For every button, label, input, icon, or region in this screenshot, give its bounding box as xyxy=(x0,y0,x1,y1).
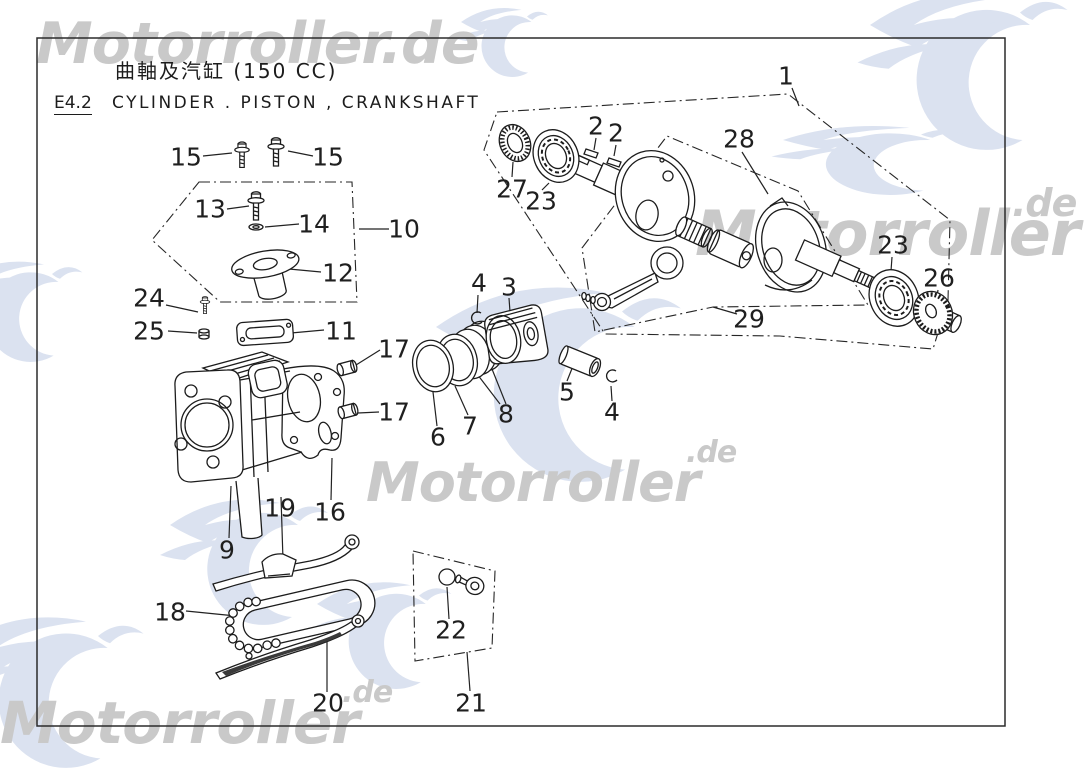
leader-lines xyxy=(165,87,939,692)
piston xyxy=(484,304,549,365)
part-label-18: 18 xyxy=(154,597,186,627)
piston-pin xyxy=(558,345,602,378)
watermark-text: .de xyxy=(342,675,393,710)
part-label-22: 22 xyxy=(435,615,467,645)
watermark-text: .de xyxy=(686,435,737,470)
part-label-7: 7 xyxy=(462,411,478,441)
watermark-text: .de xyxy=(1012,181,1077,225)
part-label-23: 23 xyxy=(525,186,557,216)
part-label-17: 17 xyxy=(378,334,410,364)
watermark-text: Motorroller xyxy=(366,451,700,514)
part-label-13: 13 xyxy=(194,194,226,224)
watermark-text: Motorroller.de xyxy=(36,11,480,77)
part-label-5: 5 xyxy=(559,377,575,407)
part-label-6: 6 xyxy=(430,422,446,452)
tensioner-parts xyxy=(438,568,485,596)
part-label-14: 14 xyxy=(298,209,330,239)
part-label-20: 20 xyxy=(312,688,344,718)
watermark-text: Motorroller xyxy=(0,689,360,757)
part-label-26: 26 xyxy=(923,263,955,293)
part-label-10: 10 xyxy=(388,214,420,244)
part-label-2: 2 xyxy=(588,111,604,141)
part-label-3: 3 xyxy=(501,272,517,302)
stud-and-gasket xyxy=(198,296,295,347)
part-label-19: 19 xyxy=(264,493,296,523)
part-label-25: 25 xyxy=(133,316,165,346)
part-label-4: 4 xyxy=(604,397,620,427)
intake-manifold xyxy=(231,249,300,300)
part-label-16: 16 xyxy=(314,497,346,527)
part-label-15: 15 xyxy=(170,142,202,172)
part-label-17: 17 xyxy=(378,397,410,427)
part-label-29: 29 xyxy=(733,304,765,334)
crank-web-right xyxy=(755,197,827,293)
part-label-2: 2 xyxy=(608,118,624,148)
connecting-rod xyxy=(581,246,684,312)
section-code: E4.2 xyxy=(54,93,92,115)
part-label-15: 15 xyxy=(312,142,344,172)
page-title-cjk: 曲軸及汽缸 (150 CC) xyxy=(115,59,338,83)
part-label-27: 27 xyxy=(496,174,528,204)
cam-chain xyxy=(224,579,376,654)
part-label-24: 24 xyxy=(133,283,165,313)
crankshaft-assembly xyxy=(498,123,962,336)
drawing-frame xyxy=(36,37,1006,727)
piston-group xyxy=(411,304,618,393)
page-title-en: CYLINDER . PISTON , CRANKSHAFT xyxy=(112,93,481,113)
crank-web-left xyxy=(614,149,696,243)
part-label-1: 1 xyxy=(778,61,794,91)
part-label-23: 23 xyxy=(877,230,909,260)
part-label-12: 12 xyxy=(322,258,354,288)
part-label-4: 4 xyxy=(471,268,487,298)
part-label-28: 28 xyxy=(723,124,755,154)
group-boundaries xyxy=(151,93,951,662)
cam-chain-group xyxy=(212,534,376,680)
head-cover-parts xyxy=(231,137,300,300)
timing-gear xyxy=(912,290,962,336)
part-label-11: 11 xyxy=(325,316,357,346)
part-label-21: 21 xyxy=(455,688,487,718)
part-label-9: 9 xyxy=(219,535,235,565)
part-label-8: 8 xyxy=(498,399,514,429)
cylinder-assembly xyxy=(174,351,359,540)
